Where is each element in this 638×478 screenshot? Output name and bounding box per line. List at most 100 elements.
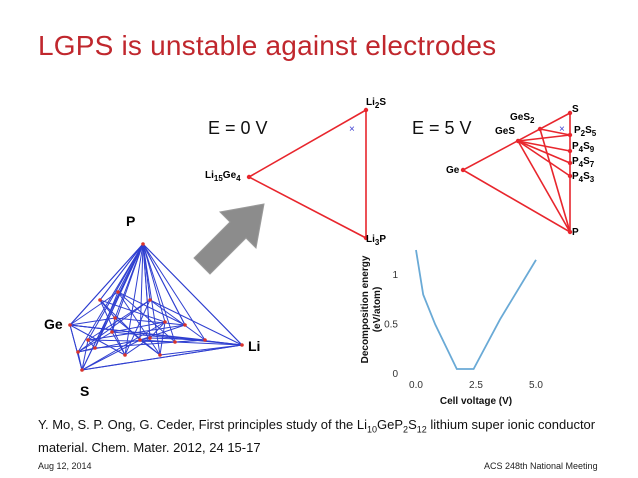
tetra-edge bbox=[117, 291, 186, 326]
tetra-edge bbox=[114, 317, 161, 356]
tetra-edge bbox=[69, 317, 116, 326]
tetra-edge bbox=[114, 243, 144, 319]
citation: Y. Mo, S. P. Ong, G. Ceder, First princi… bbox=[38, 417, 596, 455]
vertex-label-s: S bbox=[80, 383, 90, 399]
tetra-edge bbox=[142, 243, 151, 339]
tetra-edge bbox=[99, 243, 144, 301]
e5-p-label: P bbox=[572, 227, 579, 238]
tetra-edge bbox=[77, 243, 144, 353]
tetra-edge bbox=[77, 299, 151, 353]
tetra-edge bbox=[149, 321, 166, 339]
y-tick-label: 0.5 bbox=[384, 319, 398, 330]
tetra-edge bbox=[124, 243, 144, 356]
tetra-point bbox=[76, 350, 80, 354]
tetra-edge bbox=[139, 339, 176, 343]
tetra-edge bbox=[142, 243, 166, 323]
tetra-edge bbox=[87, 339, 176, 343]
e5-p4s7-label: P4S7 bbox=[572, 156, 595, 169]
tetra-point bbox=[158, 353, 162, 357]
tetra-edge bbox=[111, 321, 166, 333]
tetra-point bbox=[148, 298, 152, 302]
tetra-edge bbox=[69, 324, 83, 371]
tetra-edge bbox=[77, 337, 151, 353]
tetra-point bbox=[116, 290, 120, 294]
tetra-point bbox=[93, 346, 97, 350]
e0-li2s-label: Li2S bbox=[366, 97, 387, 110]
e5-ges2-label: GeS2 bbox=[510, 112, 535, 125]
transition-arrow bbox=[193, 203, 265, 275]
e5-p4s3-label: P4S3 bbox=[572, 171, 595, 184]
tetra-edge bbox=[81, 243, 144, 371]
tetra-edge bbox=[77, 351, 83, 371]
tetra-point bbox=[138, 338, 142, 342]
y-tick-label: 0 bbox=[392, 369, 398, 380]
tetra-edge bbox=[77, 331, 113, 353]
tetra-edge bbox=[69, 291, 119, 326]
tetra-edge bbox=[81, 344, 243, 371]
tetra-edge bbox=[139, 339, 161, 356]
tetra-edge bbox=[81, 339, 89, 371]
x-axis-label: Cell voltage (V) bbox=[440, 396, 512, 407]
x-tick-label: 2.5 bbox=[469, 380, 483, 391]
e0-title: E = 0 V bbox=[208, 118, 268, 138]
tetra-edge bbox=[111, 317, 116, 333]
tetra-edge bbox=[142, 243, 186, 326]
tetra-point bbox=[173, 340, 177, 344]
tetra-edge bbox=[99, 299, 166, 323]
tetra-edge bbox=[87, 324, 186, 341]
tetra-edge bbox=[87, 243, 144, 341]
tetra-edge bbox=[81, 321, 166, 371]
e0-lgps-marker: × bbox=[349, 124, 355, 135]
tetra-edge bbox=[69, 324, 83, 371]
tetra-edge bbox=[99, 299, 126, 356]
tetra-edge bbox=[139, 243, 144, 341]
tetra-point bbox=[110, 330, 114, 334]
tetra-edge bbox=[114, 317, 186, 326]
tetra-edge bbox=[99, 299, 141, 341]
tetra-edge bbox=[117, 291, 161, 356]
tetra-edge bbox=[142, 243, 151, 339]
tetra-edge bbox=[111, 331, 243, 346]
tetra-point bbox=[240, 343, 244, 347]
tetra-edge bbox=[69, 243, 144, 326]
tetra-edge bbox=[124, 299, 151, 356]
tetra-edge bbox=[149, 299, 243, 346]
tetra-edge bbox=[94, 291, 119, 349]
tetra-point bbox=[80, 368, 84, 372]
tetra-edge bbox=[69, 324, 126, 356]
tetra-point bbox=[86, 338, 90, 342]
tetra-edge bbox=[69, 324, 206, 341]
x-tick-label: 0.0 bbox=[409, 380, 423, 391]
tetra-edge bbox=[142, 243, 161, 356]
tetra-edge bbox=[99, 299, 116, 319]
tetra-point bbox=[183, 323, 187, 327]
e5-ge-label: Ge bbox=[446, 165, 460, 176]
e5-lgps-marker: × bbox=[559, 124, 565, 135]
tetra-point bbox=[113, 316, 117, 320]
tetra-edge bbox=[99, 243, 144, 301]
e5-ges-label: GeS bbox=[495, 126, 516, 137]
tetra-point bbox=[68, 323, 72, 327]
tetra-edge bbox=[174, 341, 243, 346]
footer-event: ACS 248th National Meeting bbox=[484, 461, 598, 471]
tetra-edge bbox=[94, 243, 144, 349]
tetra-edge bbox=[77, 347, 96, 353]
tetra-point bbox=[123, 353, 127, 357]
tetra-edge bbox=[69, 243, 144, 326]
vertex-label-ge: Ge bbox=[44, 316, 63, 332]
tetra-edge bbox=[81, 344, 243, 371]
y-axis-label-units: (eV/atom) bbox=[372, 287, 383, 333]
tetra-edge bbox=[142, 243, 151, 301]
tetra-edge bbox=[69, 324, 243, 346]
vertex-label-p: P bbox=[126, 213, 136, 229]
tetra-edge bbox=[159, 321, 166, 356]
tetra-edge bbox=[111, 243, 144, 333]
tetra-edge bbox=[87, 339, 96, 349]
tetra-point bbox=[141, 242, 145, 246]
tetra-edge bbox=[159, 344, 243, 356]
tetra-edge bbox=[149, 337, 206, 341]
y-tick-label: 1 bbox=[392, 270, 398, 281]
tetra-point bbox=[203, 338, 207, 342]
tetra-edge bbox=[149, 299, 206, 341]
